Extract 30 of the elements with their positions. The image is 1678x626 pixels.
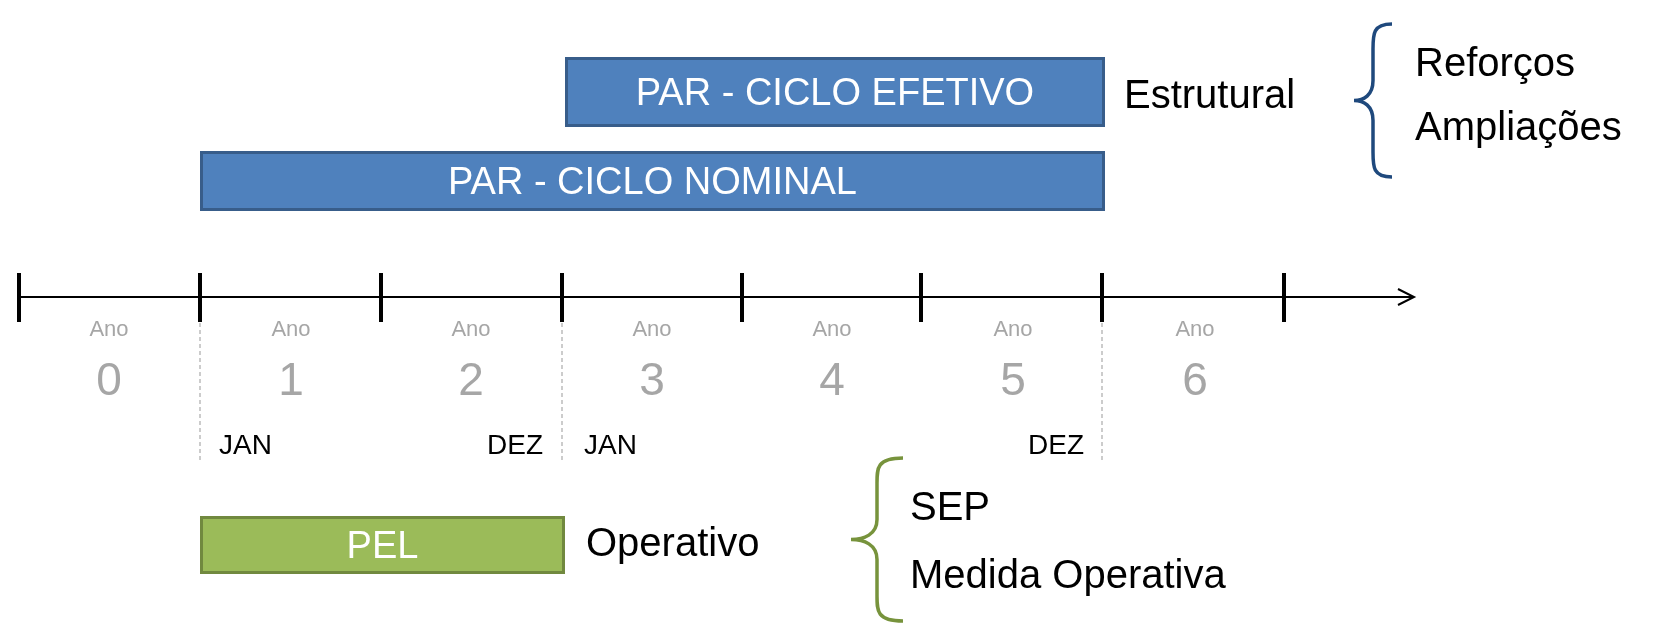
year-number: 6	[1182, 355, 1208, 402]
list-item: Medida Operativa	[910, 554, 1226, 594]
month-label: JAN	[584, 430, 637, 459]
category-label: Operativo	[586, 522, 760, 562]
list-item: Reforços	[1415, 42, 1576, 82]
year-caption: Ano	[812, 317, 852, 340]
year-number: 0	[96, 355, 122, 402]
bar	[565, 57, 1105, 127]
bar-label: PEL	[346, 523, 419, 567]
list-item: Ampliações	[1415, 106, 1622, 146]
year-caption: Ano	[1175, 317, 1215, 340]
year-number: 4	[819, 355, 845, 402]
year-number: 2	[458, 355, 484, 402]
category-label: Estrutural	[1124, 74, 1296, 114]
year-caption: Ano	[632, 317, 672, 340]
year-caption: Ano	[89, 317, 129, 340]
bar-label: PAR - CICLO NOMINAL	[448, 159, 857, 203]
year-number: 1	[278, 355, 304, 402]
month-label: DEZ	[487, 430, 543, 459]
bar	[200, 516, 565, 574]
year-number: 5	[1000, 355, 1026, 402]
year-caption: Ano	[993, 317, 1033, 340]
year-caption: Ano	[271, 317, 311, 340]
month-label: JAN	[219, 430, 272, 459]
bar-label: PAR - CICLO EFETIVO	[635, 70, 1035, 114]
year-caption: Ano	[451, 317, 491, 340]
month-label: DEZ	[1028, 430, 1084, 459]
list-item: SEP	[910, 486, 991, 526]
year-number: 3	[639, 355, 665, 402]
bar	[200, 151, 1105, 211]
